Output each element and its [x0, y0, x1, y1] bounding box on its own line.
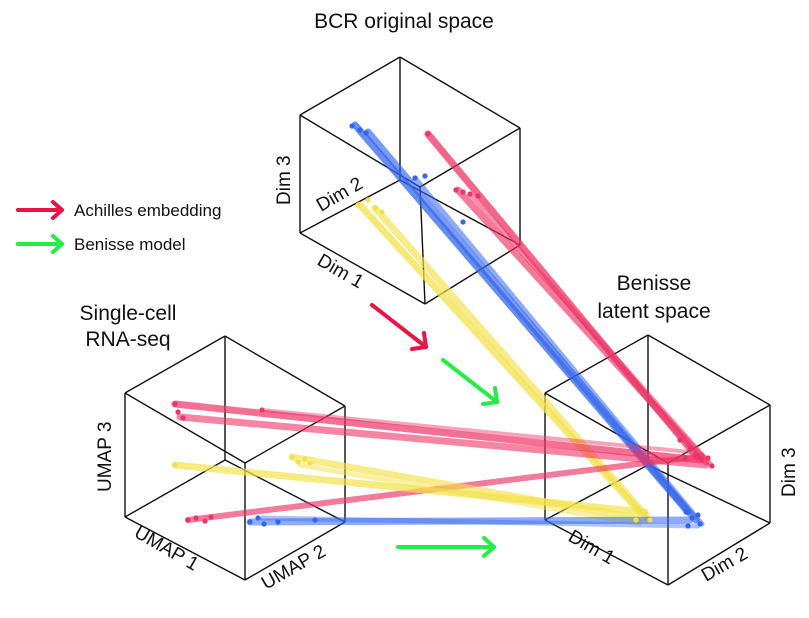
bcr-axis-dim2: Dim 2: [313, 173, 366, 216]
bcr-axis-dim3: Dim 3: [274, 155, 295, 205]
red-flow-arrow: [370, 303, 428, 351]
yellow-band-rna-3: [297, 462, 643, 527]
legend-item-benisse: [16, 234, 64, 254]
data-points: [172, 123, 715, 529]
umap2-axis: UMAP 2: [258, 541, 329, 594]
blue-band-rna-1: [246, 516, 694, 526]
scrna-to-latent-bands: [171, 400, 710, 529]
legend-label-achilles: Achilles embedding: [74, 201, 221, 220]
latent-axis-dim3: Dim 3: [779, 447, 800, 497]
latent-title-line2: latent space: [597, 300, 710, 323]
latent-title-line1: Benisse: [617, 272, 692, 295]
umap3-axis: UMAP 3: [95, 422, 116, 492]
pink-band-rna-2: [176, 413, 710, 469]
scrna-cube: [124, 335, 346, 581]
scrna-title-line1: Single-cell: [80, 302, 177, 325]
green-flow-arrow-horizontal: [396, 536, 496, 558]
blue-band-bcr-3: [412, 175, 705, 527]
pink-band-rna-1: [171, 400, 704, 464]
legend-label-benisse: Benisse model: [74, 235, 186, 254]
green-flow-arrow-diagonal: [441, 358, 499, 406]
bcr-title: BCR original space: [314, 10, 494, 33]
pink-band-rna-4: [260, 408, 692, 454]
pink-band-bcr-2: [454, 186, 710, 466]
legend-item-achilles: [16, 200, 64, 220]
scrna-title-line2: RNA-seq: [85, 328, 170, 351]
flow-arrows: [370, 303, 499, 558]
legend: Achilles embedding Benisse model: [16, 200, 221, 254]
latent-axis-dim1: Dim 1: [565, 526, 618, 569]
blue-band-rna-2: [259, 515, 701, 529]
umap1-axis: UMAP 1: [131, 522, 202, 575]
yellow-band-rna-2: [288, 453, 652, 524]
yellow-band-bcr-2: [371, 204, 652, 522]
pink-band-bcr-3: [467, 191, 715, 469]
